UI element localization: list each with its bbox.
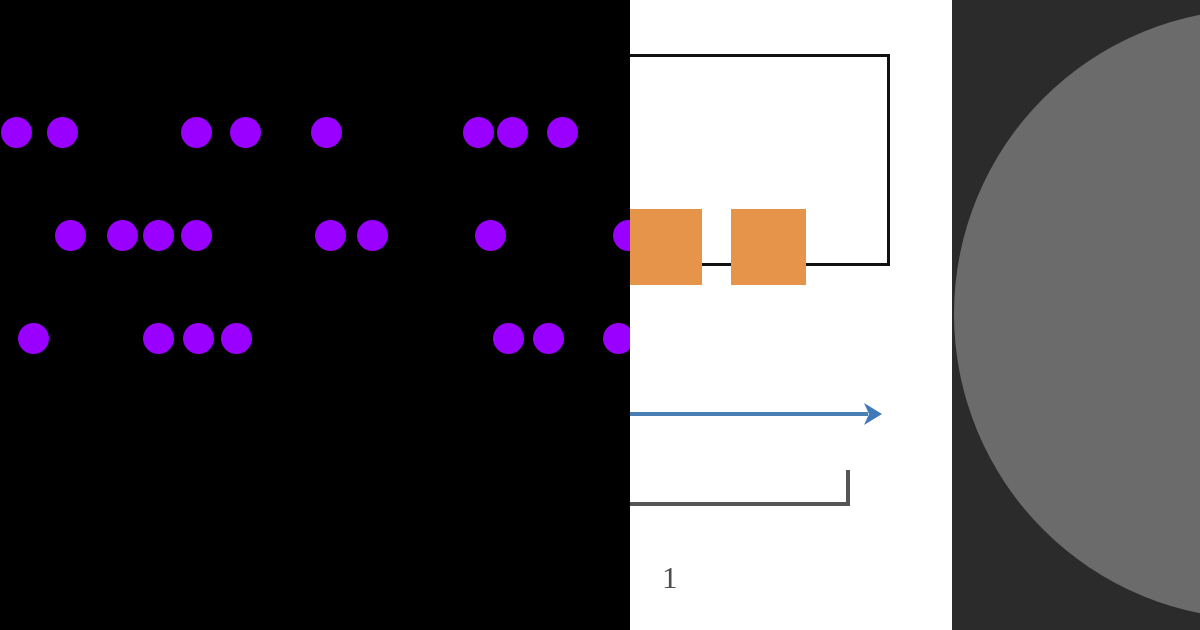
page-number: 1 [662, 560, 678, 595]
purple-dot [106, 219, 138, 251]
purple-dot [532, 322, 564, 354]
rightward-arrow-icon [630, 403, 882, 425]
purple-dot [54, 219, 86, 251]
bordered-figure-frame [630, 54, 890, 285]
purple-dot [492, 322, 524, 354]
purple-dot [46, 116, 78, 148]
purple-dot [180, 219, 212, 251]
purple-dot [314, 219, 346, 251]
purple-dot [220, 322, 252, 354]
purple-dot [356, 219, 388, 251]
purple-dot [142, 322, 174, 354]
purple-dot [180, 116, 212, 148]
orange-square-left [630, 209, 702, 285]
corner-bracket-rule [630, 470, 850, 506]
purple-dot [182, 322, 214, 354]
purple-dot [310, 116, 342, 148]
purple-dot [612, 219, 630, 251]
slate-circle-panel [952, 0, 1200, 630]
dot-pattern-canvas [0, 0, 630, 630]
purple-dot [17, 322, 49, 354]
purple-dot [142, 219, 174, 251]
grey-circle [954, 9, 1200, 619]
purple-dot [0, 116, 32, 148]
purple-dot [229, 116, 261, 148]
purple-dot [474, 219, 506, 251]
document-page: 1 [630, 0, 952, 630]
purple-dot [496, 116, 528, 148]
purple-dot [546, 116, 578, 148]
purple-dot [462, 116, 494, 148]
orange-square-right [731, 209, 806, 285]
purple-dot [602, 322, 630, 354]
